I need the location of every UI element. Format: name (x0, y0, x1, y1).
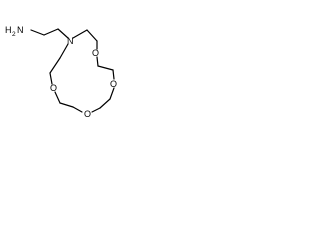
bond-c1-c2 (43, 28, 59, 36)
bond-ce-cf (99, 98, 111, 109)
bond-cj-n (59, 43, 69, 59)
bond-ca-cb (86, 29, 98, 42)
bond-o4-ci (49, 72, 53, 85)
amine-h-count: 2 (12, 31, 16, 38)
bond-cc-cd (97, 65, 114, 71)
bond-cg-ch (59, 102, 74, 108)
bond-c2-ring-n (57, 28, 69, 39)
structure-diagram: H 2 N N O O O O (5, 25, 117, 119)
atom-layer: H 2 N N O O O O (5, 25, 117, 119)
bond-cd-o2 (112, 69, 115, 80)
bond-amine-c1 (30, 29, 45, 36)
ether-oxygen-3-label: O (84, 109, 91, 119)
amine-n-label: N (17, 25, 24, 35)
amine-h-label: H (5, 25, 12, 35)
bond-layer (30, 28, 115, 113)
bond-n-ca (72, 29, 88, 39)
bond-ci-cj (49, 57, 61, 74)
bond-o3-cg (72, 106, 83, 113)
ether-oxygen-4-label: O (50, 83, 57, 93)
ring-nitrogen-label: N (67, 36, 74, 46)
amine-group: H 2 N (5, 25, 24, 38)
bond-cf-o3 (91, 107, 101, 113)
ether-oxygen-2-label: O (110, 79, 117, 89)
ether-oxygen-1-label: O (92, 48, 99, 58)
bond-o1-cc (96, 56, 99, 67)
bond-o2-ce (109, 87, 115, 100)
bond-ch-o4 (54, 91, 61, 104)
